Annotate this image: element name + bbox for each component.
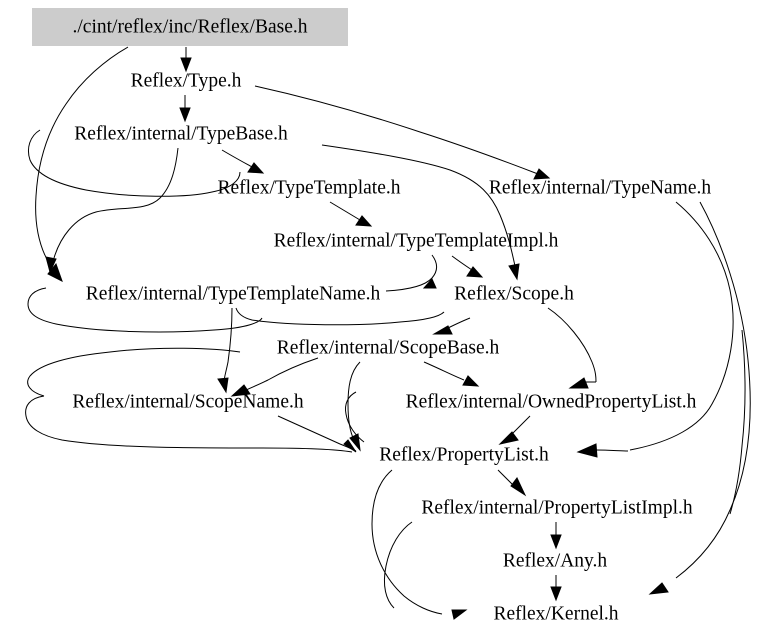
node-typetemplatename-h-label: Reflex/internal/TypeTemplateName.h bbox=[86, 283, 381, 304]
edge-typetemplateimpl-to-scope bbox=[451, 255, 484, 278]
edge-typetemplatename-to-scopename bbox=[217, 307, 233, 394]
edge-scope-to-scopebase bbox=[432, 317, 471, 335]
node-type-h[interactable]: Reflex/Type.h bbox=[118, 68, 254, 94]
edge-typebase-to-scope bbox=[321, 144, 520, 281]
edge-propertylistimpl-to-any bbox=[550, 522, 562, 550]
edge-propertylist-to-kernel bbox=[371, 469, 468, 620]
node-base-h-label: ./cint/reflex/inc/Reflex/Base.h bbox=[73, 16, 308, 37]
edge-type-to-typebase bbox=[179, 95, 191, 123]
node-typename-h-label: Reflex/internal/TypeName.h bbox=[489, 177, 712, 198]
edge-scopename-loop bbox=[25, 347, 353, 453]
node-typetemplateimpl-h[interactable]: Reflex/internal/TypeTemplateImpl.h bbox=[233, 228, 599, 254]
node-typetemplate-h-label: Reflex/TypeTemplate.h bbox=[218, 177, 401, 198]
node-typetemplateimpl-h-label: Reflex/internal/TypeTemplateImpl.h bbox=[274, 230, 559, 251]
node-propertylistimpl-h[interactable]: Reflex/internal/PropertyListImpl.h bbox=[386, 495, 728, 521]
node-type-h-label: Reflex/Type.h bbox=[131, 70, 242, 91]
node-typetemplatename-h[interactable]: Reflex/internal/TypeTemplateName.h bbox=[47, 281, 419, 307]
node-scopename-h[interactable]: Reflex/internal/ScopeName.h bbox=[43, 389, 333, 415]
node-propertylistimpl-h-label: Reflex/internal/PropertyListImpl.h bbox=[421, 497, 693, 518]
node-any-h-label: Reflex/Any.h bbox=[503, 550, 608, 571]
node-propertylist-h[interactable]: Reflex/PropertyList.h bbox=[355, 442, 573, 468]
edge-base-to-typetemplatename bbox=[35, 46, 129, 283]
node-typename-h[interactable]: Reflex/internal/TypeName.h bbox=[455, 175, 745, 201]
edge-type-to-typename bbox=[254, 85, 551, 180]
node-kernel-h-label: Reflex/Kernel.h bbox=[493, 603, 618, 624]
edge-typetemplateimpl-to-typetemplatename bbox=[385, 254, 437, 292]
edge-typebase-to-typetemplatename bbox=[45, 147, 179, 274]
node-scope-h-label: Reflex/Scope.h bbox=[454, 283, 574, 304]
edge-typename-to-propertylist bbox=[576, 201, 734, 458]
node-layer: ./cint/reflex/inc/Reflex/Base.h Reflex/T… bbox=[32, 8, 748, 627]
edge-scopebase-to-scopename bbox=[230, 357, 319, 397]
node-propertylist-h-label: Reflex/PropertyList.h bbox=[379, 444, 549, 465]
node-typetemplate-h[interactable]: Reflex/TypeTemplate.h bbox=[189, 175, 429, 201]
edge-right-rail bbox=[729, 329, 746, 515]
node-base-h[interactable]: ./cint/reflex/inc/Reflex/Base.h bbox=[32, 8, 348, 46]
edge-scopebase-to-propertylist bbox=[347, 361, 361, 452]
node-ownedpropertylist-h[interactable]: Reflex/internal/OwnedPropertyList.h bbox=[354, 389, 748, 415]
node-typebase-h-label: Reflex/internal/TypeBase.h bbox=[74, 123, 288, 144]
edge-propertylistimpl-hook bbox=[383, 521, 413, 609]
node-scopebase-h-label: Reflex/internal/ScopeBase.h bbox=[277, 337, 500, 358]
edge-base-to-type bbox=[180, 47, 192, 73]
edge-typebase-to-typetemplate bbox=[221, 149, 265, 174]
node-base-h-box bbox=[32, 8, 348, 46]
edge-scope-to-ownedpropertylist bbox=[547, 307, 597, 389]
node-any-h[interactable]: Reflex/Any.h bbox=[490, 548, 620, 574]
edge-scopebase-to-ownedpropertylist bbox=[423, 361, 480, 387]
edge-ownedpropertylist-bracket bbox=[345, 391, 365, 443]
node-scopename-h-label: Reflex/internal/ScopeName.h bbox=[72, 391, 303, 412]
edge-typebase-loop bbox=[27, 129, 241, 197]
node-ownedpropertylist-h-label: Reflex/internal/OwnedPropertyList.h bbox=[406, 391, 697, 412]
edge-scopename-to-propertylist bbox=[277, 415, 357, 453]
edge-layer bbox=[25, 46, 751, 620]
edge-typetemplatename-loop bbox=[27, 287, 445, 333]
edge-typename-to-kernel bbox=[648, 201, 751, 595]
node-typebase-h[interactable]: Reflex/internal/TypeBase.h bbox=[42, 121, 320, 147]
edge-propertylist-to-propertylistimpl bbox=[497, 469, 527, 497]
node-scope-h[interactable]: Reflex/Scope.h bbox=[440, 281, 588, 307]
node-scopebase-h[interactable]: Reflex/internal/ScopeBase.h bbox=[247, 335, 529, 361]
edge-any-to-kernel bbox=[550, 575, 562, 602]
edge-typetemplate-to-typetemplateimpl bbox=[329, 201, 373, 227]
edge-ownedpropertylist-to-propertylist bbox=[498, 415, 531, 445]
node-kernel-h[interactable]: Reflex/Kernel.h bbox=[477, 601, 635, 627]
